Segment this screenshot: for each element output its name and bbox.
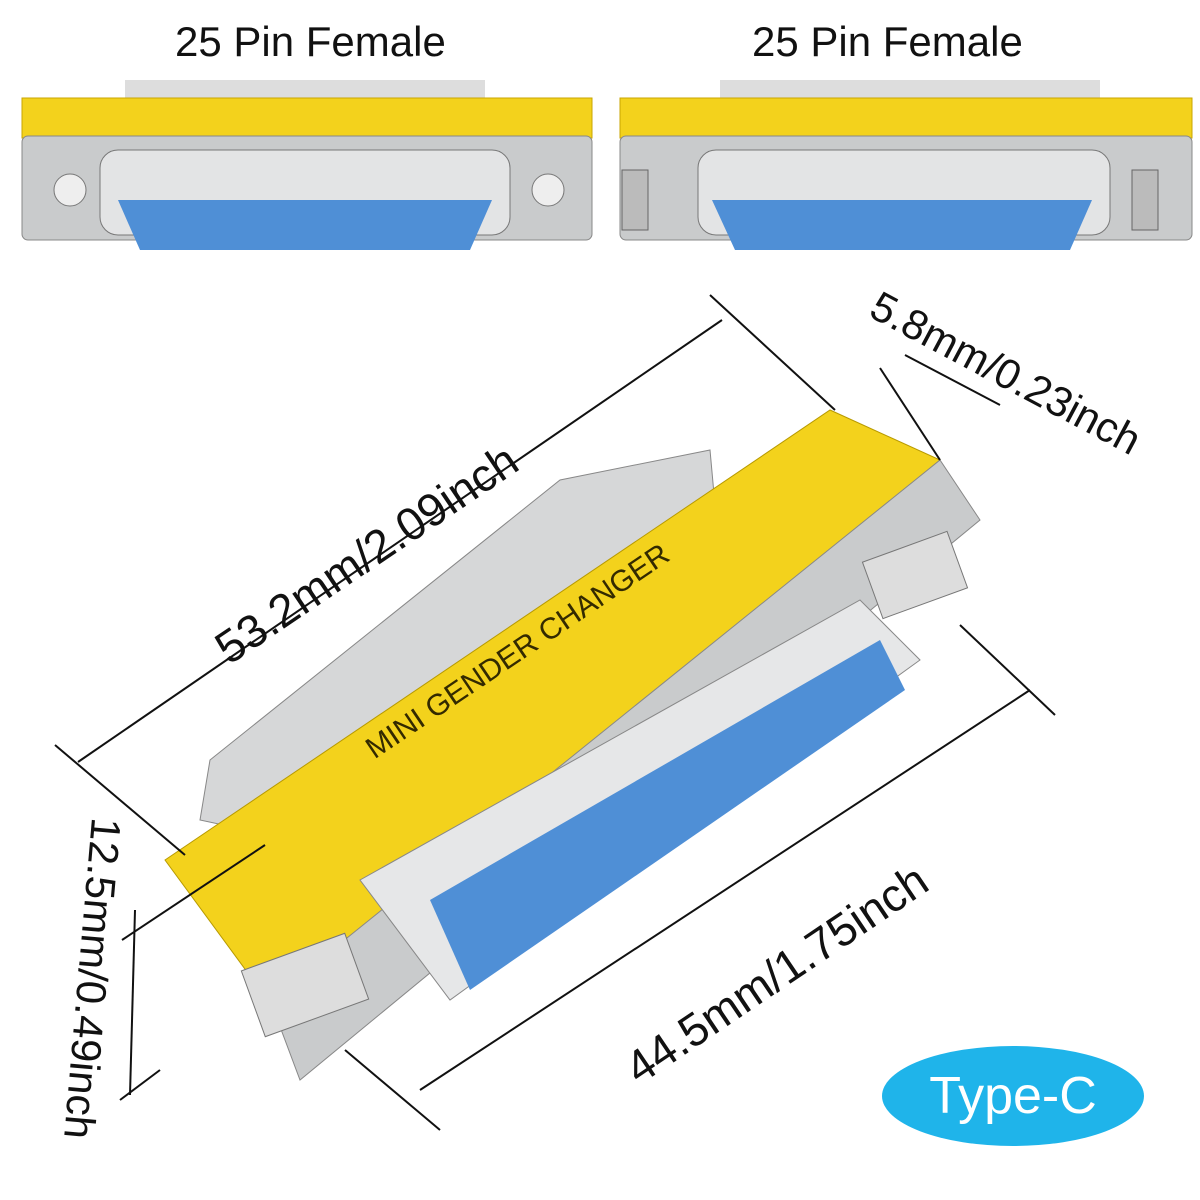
connector-front-view-2 — [619, 80, 1193, 250]
label-top-left: 25 Pin Female — [175, 18, 446, 65]
dimension-lines — [54, 294, 1056, 1131]
connector-angled-view — [164, 409, 981, 1081]
type-badge: Type-C — [882, 1046, 1144, 1146]
connector-front-view-1 — [21, 80, 593, 250]
label-top-right: 25 Pin Female — [752, 18, 1023, 65]
